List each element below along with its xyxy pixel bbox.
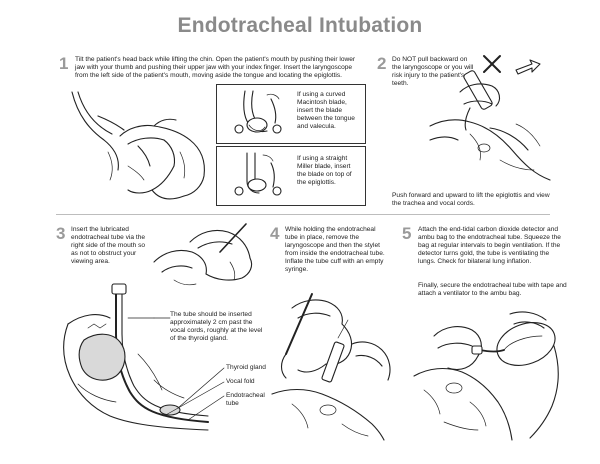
step-3-text: Insert the lubricated endotracheal tube …	[71, 226, 146, 266]
label-thyroid-gland: Thyroid gland	[226, 364, 266, 371]
inset-miller-blade: If using a straight Miller blade, insert…	[216, 146, 366, 206]
step-2-warning-text: Do NOT pull backward on the laryngoscope…	[392, 56, 474, 88]
step-5-secure-text: Finally, secure the endotracheal tube wi…	[418, 282, 567, 298]
step-4-text: While holding the endotracheal tube in p…	[285, 226, 385, 274]
step-2-push-text: Push forward and upward to lift the epig…	[392, 192, 550, 208]
page-title: Endotracheal Intubation	[177, 14, 423, 37]
inset-macintosh-text: If using a curved Macintosh blade, inser…	[297, 91, 355, 131]
miller-blade-icon	[234, 152, 282, 196]
step-4-number: 4	[270, 224, 280, 243]
step-3-note: The tube should be inserted approximatel…	[170, 311, 263, 343]
label-vocal-fold: Vocal fold	[226, 378, 255, 385]
section-divider	[56, 214, 550, 215]
step-5-ambu-bag-illustration	[413, 311, 559, 441]
inset-macintosh-blade: If using a curved Macintosh blade, inser…	[216, 84, 366, 144]
step-5-number: 5	[402, 224, 412, 243]
macintosh-blade-icon	[234, 90, 282, 134]
step-4-syringe-illustration	[271, 293, 391, 441]
step-1-text: Tilt the patient's head back while lifti…	[75, 56, 356, 80]
step-2-number: 2	[377, 54, 387, 73]
step-2-direction-arrows	[483, 55, 541, 75]
step-1-number: 1	[59, 54, 69, 73]
step-1-hand-illustration	[71, 91, 205, 200]
label-endotracheal-tube: Endotracheal tube	[226, 392, 265, 408]
step-2-laryngoscope-illustration	[429, 70, 551, 181]
step-5-text: Attach the end-tidal carbon dioxide dete…	[418, 226, 561, 266]
step-3-hands-illustration	[153, 223, 253, 286]
inset-miller-text: If using a straight Miller blade, insert…	[297, 155, 352, 187]
step-3-number: 3	[56, 224, 66, 243]
step-3-cross-section-illustration	[63, 283, 225, 431]
